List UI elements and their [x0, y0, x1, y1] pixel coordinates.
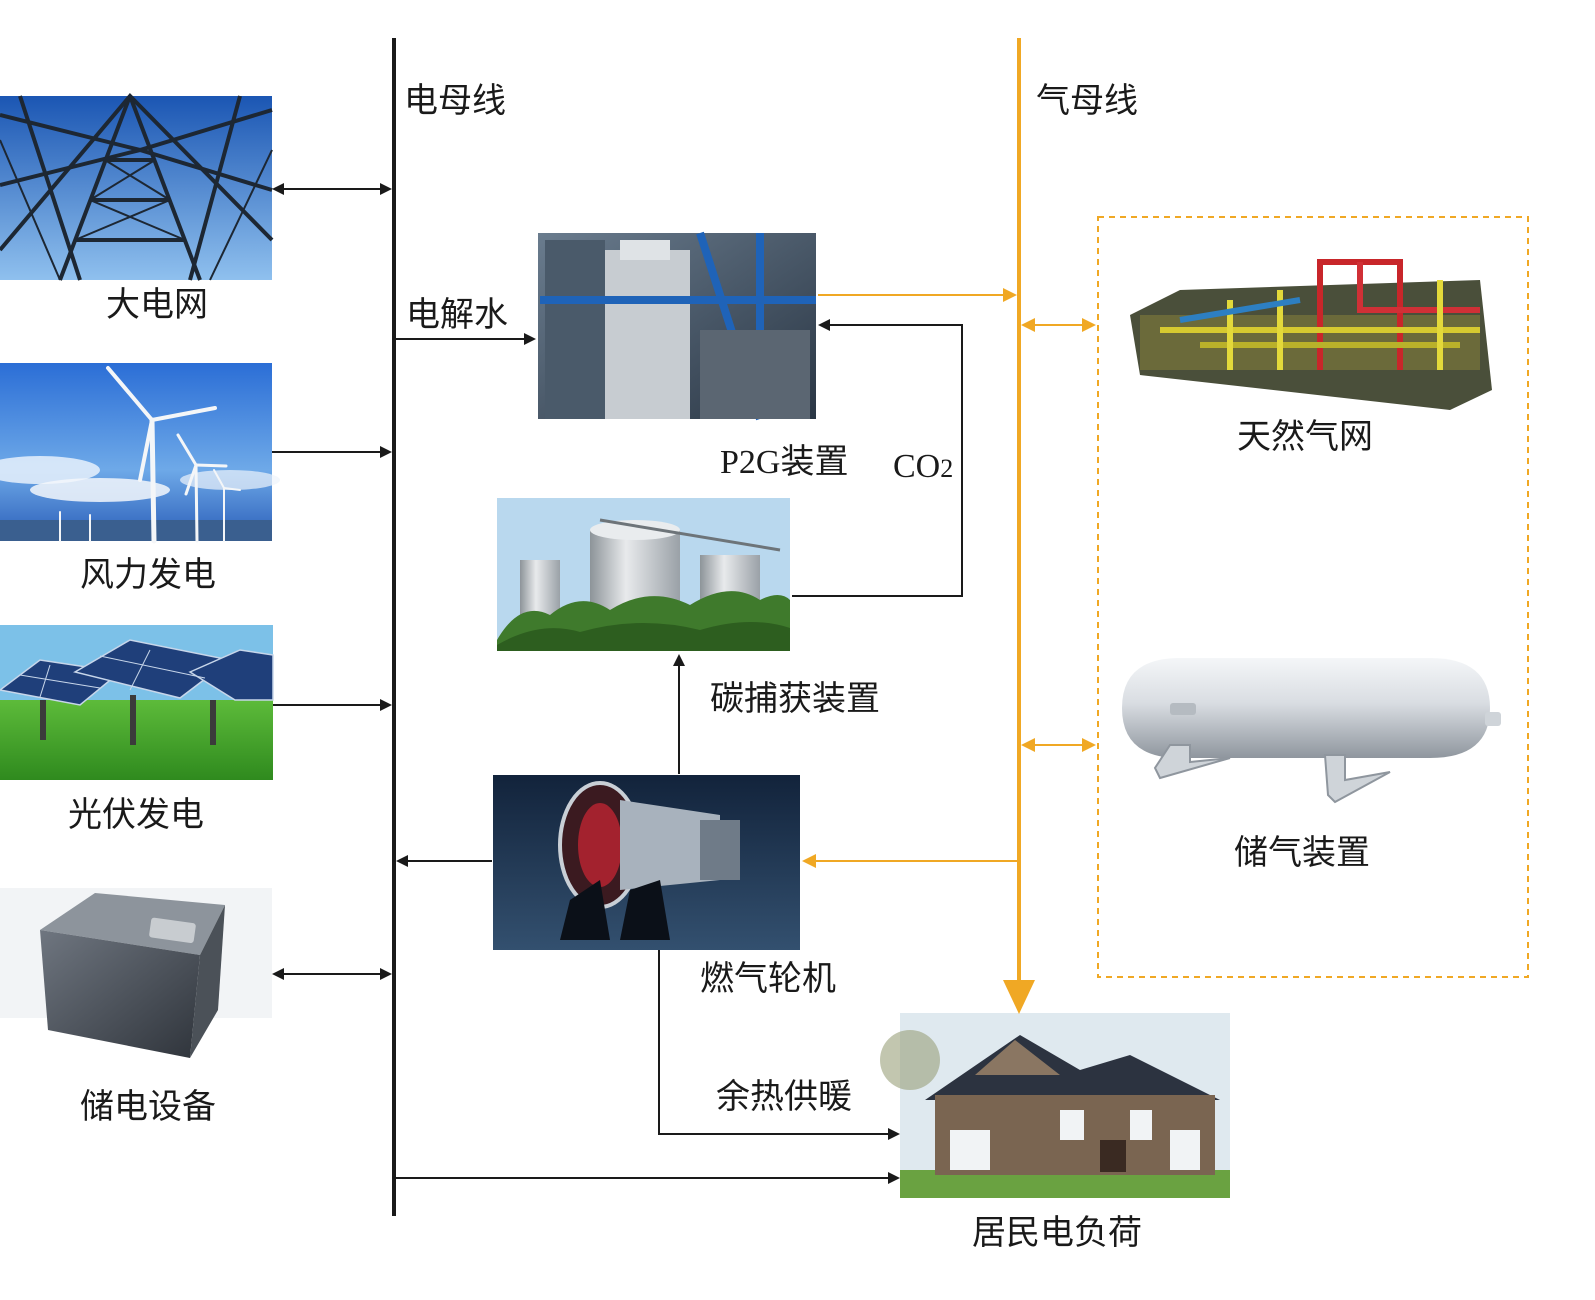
- resident-house-image: [880, 1013, 1230, 1198]
- wind-label: 风力发电: [80, 555, 216, 595]
- battery-label: 储电设备: [80, 1087, 216, 1127]
- carbon-capture-image: [497, 498, 790, 651]
- co2-arrow: [792, 319, 963, 597]
- electrolysis-label: 电解水: [406, 295, 508, 335]
- gas-turbine-label: 燃气轮机: [700, 959, 836, 999]
- co2-label: CO2: [893, 450, 953, 484]
- co2-main-text: CO: [893, 448, 941, 485]
- waste-heat-label: 余热供暖: [716, 1077, 852, 1117]
- waste-heat-arrow: [658, 950, 900, 1140]
- grid-label: 大电网: [106, 285, 208, 325]
- wind-farm-image: [0, 363, 280, 544]
- gas-turbine-image: [493, 775, 800, 950]
- gas-storage-label: 储气装置: [1234, 833, 1370, 873]
- battery-image: [0, 888, 272, 1058]
- gas-network-label: 天然气网: [1237, 417, 1373, 457]
- p2g-label: P2G装置: [720, 444, 849, 481]
- gas-storage-image: [1122, 658, 1501, 804]
- gas-bus-label: 气母线: [1036, 81, 1138, 121]
- resident-load-label: 居民电负荷: [972, 1213, 1142, 1253]
- p2g-device-image: [538, 231, 816, 421]
- electric-bus-label: 电母线: [404, 81, 506, 121]
- pv-label: 光伏发电: [68, 795, 204, 835]
- co2-subscript-text: 2: [940, 454, 954, 483]
- gas-devices-dashed-box: [1097, 216, 1529, 978]
- grid-tower-image: [0, 93, 274, 281]
- carbon-capture-label: 碳捕获装置: [710, 679, 880, 719]
- pv-farm-image: [0, 625, 274, 780]
- gas-network-image: [1130, 259, 1492, 410]
